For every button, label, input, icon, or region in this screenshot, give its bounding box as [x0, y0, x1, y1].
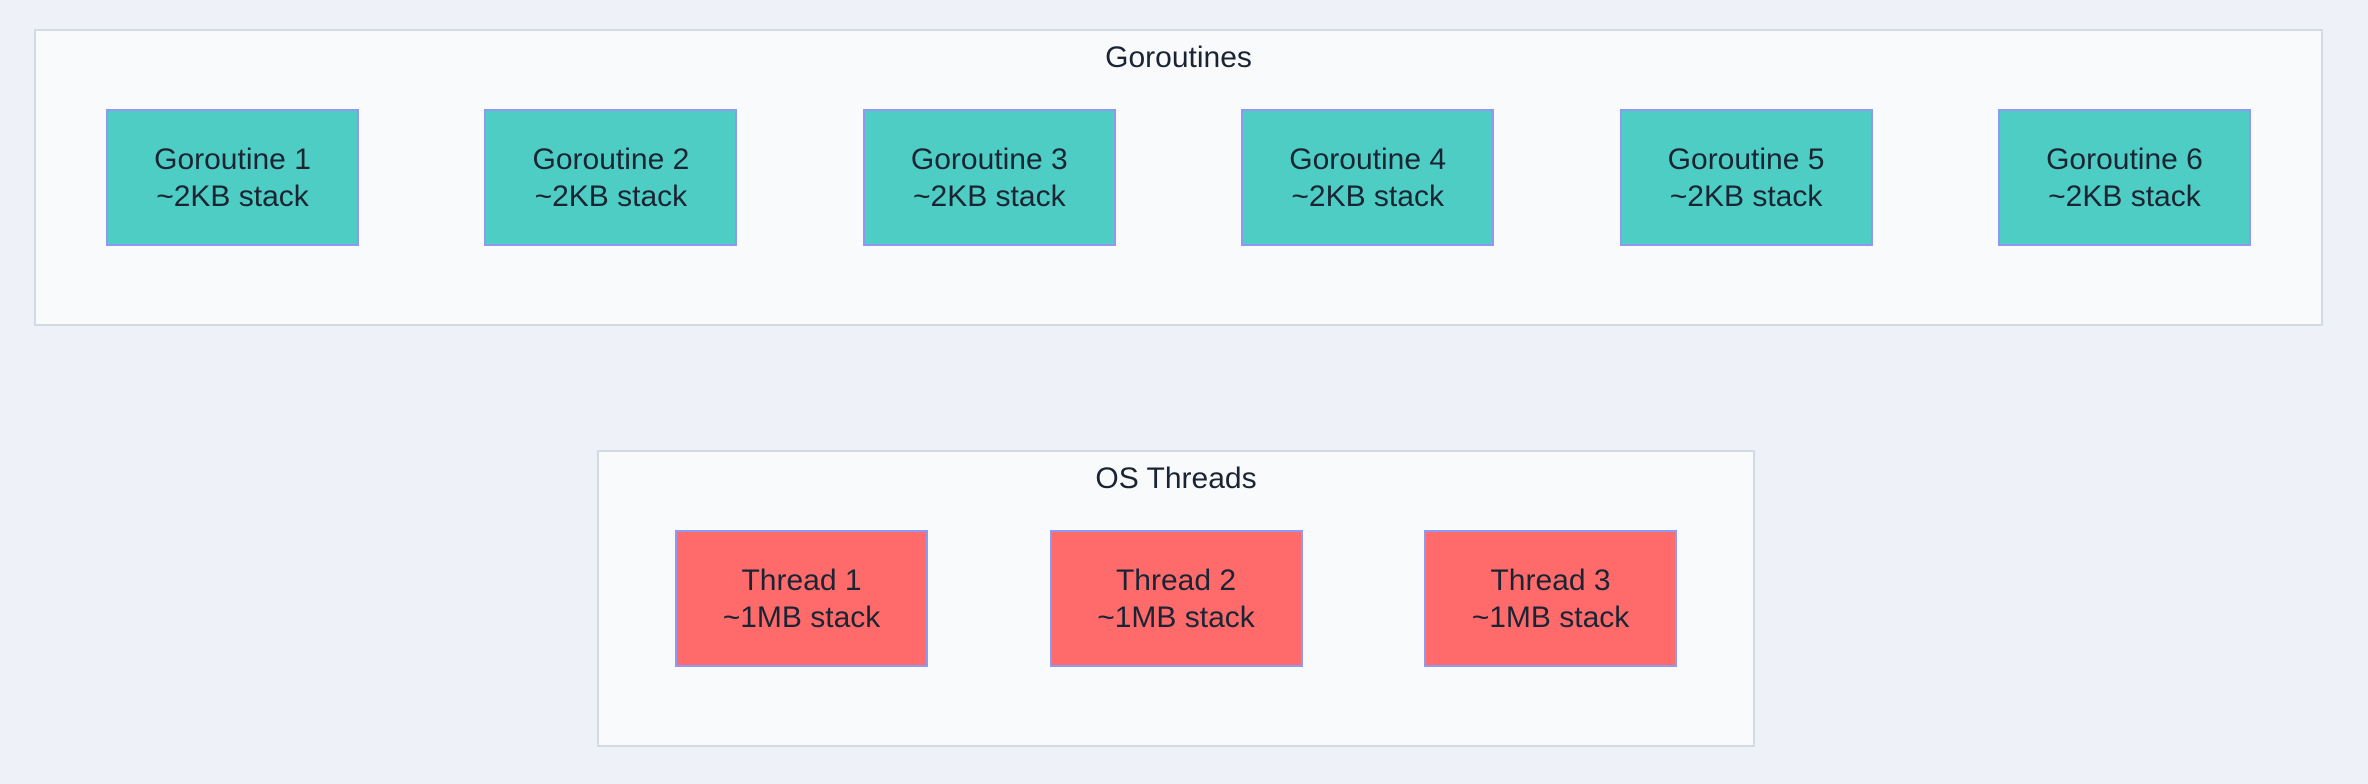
- os-threads-panel-title: OS Threads: [1095, 462, 1257, 495]
- goroutine-4-box: Goroutine 4 ~2KB stack: [1241, 109, 1495, 246]
- goroutine-5-box: Goroutine 5 ~2KB stack: [1619, 109, 1873, 246]
- threads-row: Thread 1 ~1MB stack Thread 2 ~1MB stack …: [599, 530, 1753, 667]
- goroutine-1-box: Goroutine 1 ~2KB stack: [106, 109, 359, 246]
- goroutine-3-box: Goroutine 3 ~2KB stack: [862, 109, 1116, 246]
- thread-1-box: Thread 1 ~1MB stack: [675, 530, 928, 667]
- goroutine-6-stack-label: ~2KB stack: [2048, 179, 2201, 213]
- goroutine-5-label: Goroutine 5: [1667, 142, 1825, 176]
- os-threads-panel: OS Threads Thread 1 ~1MB stack Thread 2 …: [597, 450, 1755, 747]
- thread-1-stack-label: ~1MB stack: [722, 600, 881, 634]
- goroutines-panel: Goroutines Goroutine 1 ~2KB stack Gorout…: [34, 29, 2323, 326]
- goroutine-6-label: Goroutine 6: [2046, 142, 2203, 176]
- goroutine-2-label: Goroutine 2: [532, 142, 690, 176]
- goroutine-3-stack-label: ~2KB stack: [912, 179, 1066, 213]
- goroutines-row: Goroutine 1 ~2KB stack Goroutine 2 ~2KB …: [36, 109, 2321, 246]
- thread-3-stack-label: ~1MB stack: [1471, 600, 1630, 634]
- goroutine-1-stack-label: ~2KB stack: [156, 179, 309, 213]
- goroutine-2-box: Goroutine 2 ~2KB stack: [484, 109, 738, 246]
- thread-2-box: Thread 2 ~1MB stack: [1049, 530, 1303, 667]
- thread-3-label: Thread 3: [1490, 563, 1611, 597]
- goroutine-4-label: Goroutine 4: [1289, 142, 1447, 176]
- goroutine-3-label: Goroutine 3: [910, 142, 1068, 176]
- goroutine-2-stack-label: ~2KB stack: [534, 179, 688, 213]
- thread-2-stack-label: ~1MB stack: [1097, 600, 1255, 634]
- goroutines-panel-title: Goroutines: [1105, 41, 1252, 74]
- thread-2-label: Thread 2: [1115, 563, 1237, 597]
- goroutine-5-stack-label: ~2KB stack: [1669, 179, 1823, 213]
- thread-3-box: Thread 3 ~1MB stack: [1424, 530, 1677, 667]
- goroutine-4-stack-label: ~2KB stack: [1291, 179, 1444, 213]
- goroutine-6-box: Goroutine 6 ~2KB stack: [1997, 109, 2251, 246]
- thread-1-label: Thread 1: [741, 563, 862, 597]
- goroutine-1-label: Goroutine 1: [154, 142, 311, 176]
